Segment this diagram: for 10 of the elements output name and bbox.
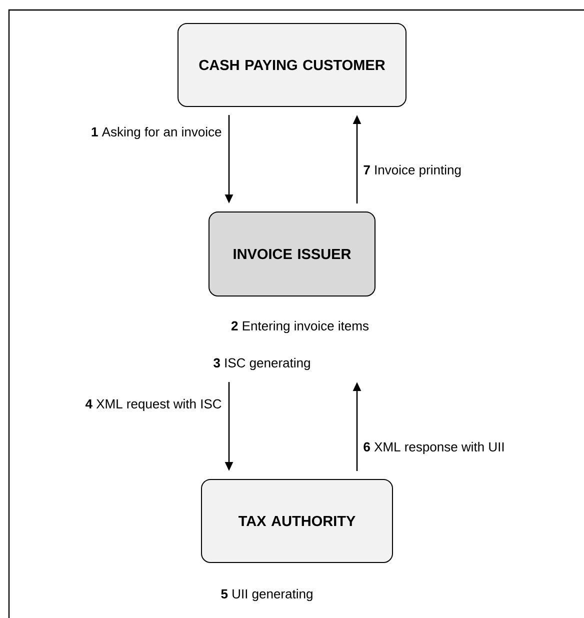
entity-box: TAX AUTHORITY bbox=[201, 479, 393, 563]
edge-label: 1 Asking for an invoice bbox=[92, 126, 222, 140]
step-text: 2 Entering invoice items bbox=[231, 320, 369, 334]
entity-box: CASH PAYING CUSTOMER bbox=[178, 23, 406, 107]
edge-label: 4 XML request with ISC bbox=[85, 398, 222, 412]
step-text: 3 ISC generating bbox=[214, 358, 310, 370]
step-text: 5 UII generating bbox=[221, 588, 312, 602]
edge-label: 6 XML response with UII bbox=[364, 442, 504, 454]
edge-label: 7 Invoice printing bbox=[364, 164, 461, 178]
entity-box: INVOICE ISSUER bbox=[208, 212, 376, 296]
